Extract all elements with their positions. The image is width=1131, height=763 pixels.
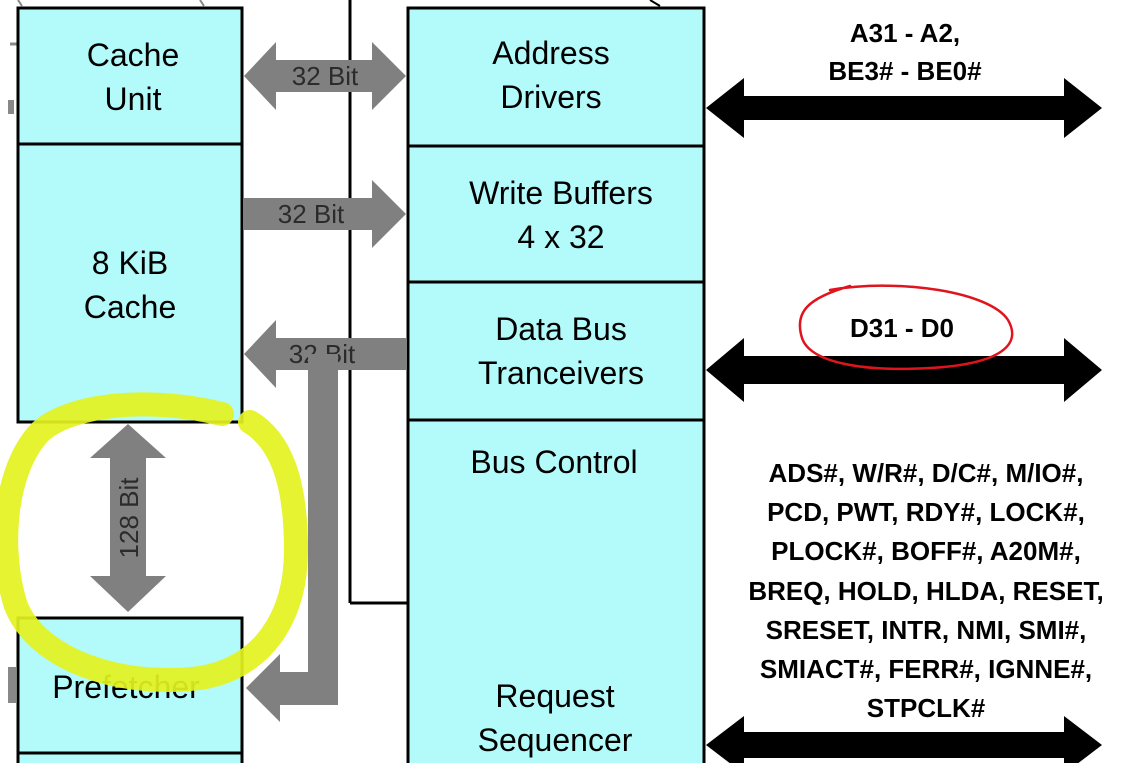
- write-buffers-label-line2: 4 x 32: [517, 219, 604, 255]
- annotations: [0, 284, 1014, 692]
- cache-label-line2: Cache: [84, 289, 177, 325]
- control-signals-line4: BREQ, HOLD, HLDA, RESET,: [748, 576, 1103, 606]
- data-bus-label-line2: Tranceivers: [478, 355, 644, 391]
- cache-block: [16, 142, 244, 424]
- prefetch-feed-arrow: [246, 354, 338, 722]
- address-drivers-block: [406, 6, 706, 148]
- cache-write-buffers-bus-arrow: [244, 180, 406, 248]
- control-signals-line3: PLOCK#, BOFF#, A20M#,: [771, 536, 1081, 566]
- address-drivers-label-line1: Address: [492, 35, 609, 71]
- cache-label-line1: 8 KiB: [92, 245, 168, 281]
- control-signals-line2: PCD, PWT, RDY#, LOCK#,: [767, 497, 1085, 527]
- top-edge-stub-3: [649, 0, 661, 7]
- yellow-highlight-circle: [0, 392, 309, 692]
- control-signals-line5: SRESET, INTR, NMI, SMI#,: [766, 615, 1087, 645]
- write-buffers-block: [406, 144, 706, 284]
- cache-unit-address-bus-label: 32 Bit: [292, 61, 359, 91]
- next-block-stub: [16, 751, 244, 763]
- cache-unit-block: [16, 6, 244, 146]
- top-edge-stub-1: [17, 0, 23, 7]
- internal-buses: 32 Bit 32 Bit 32 Bit 128 Bit: [90, 42, 406, 722]
- cache-unit-label-line2: Unit: [105, 81, 162, 117]
- address-signals-line2: BE3# - BE0#: [828, 56, 982, 86]
- cache-unit-address-bus-arrow: [244, 42, 406, 110]
- control-bus-arrow: [706, 716, 1102, 763]
- data-bus-tranceivers-block: [406, 280, 706, 422]
- request-sequencer-label-line1: Request: [495, 678, 614, 714]
- control-signals-line1: ADS#, W/R#, D/C#, M/IO#,: [769, 458, 1084, 488]
- cache-prefetcher-bus-arrow: [90, 424, 166, 612]
- left-stub-prefetcher: [8, 667, 16, 703]
- data-signals-label: D31 - D0: [850, 313, 954, 343]
- data-bus-label-line1: Data Bus: [495, 311, 627, 347]
- signal-labels: A31 - A2, BE3# - BE0# D31 - D0 ADS#, W/R…: [748, 18, 1103, 723]
- left-stub-mid: [8, 100, 14, 114]
- bus-control-block: [406, 418, 706, 763]
- red-annotation-circle: [798, 284, 1014, 371]
- connection-lines: [8, 0, 661, 703]
- address-bus-arrow: [706, 78, 1102, 138]
- control-signals-line6: SMIACT#, FERR#, IGNNE#,: [760, 654, 1092, 684]
- cache-unit-label-line1: Cache: [87, 37, 180, 73]
- right-column: Address Drivers Write Buffers 4 x 32 Dat…: [406, 6, 706, 763]
- request-sequencer-label-line2: Sequencer: [478, 722, 633, 758]
- control-signals-line7: STPCLK#: [867, 693, 986, 723]
- top-edge-stub-2: [199, 0, 205, 7]
- address-drivers-label-line2: Drivers: [500, 79, 601, 115]
- cache-prefetcher-bus-label: 128 Bit: [114, 477, 144, 559]
- address-signals-line1: A31 - A2,: [850, 18, 960, 48]
- bus-control-label: Bus Control: [470, 444, 637, 480]
- cache-write-buffers-bus-label: 32 Bit: [278, 199, 345, 229]
- write-buffers-label-line1: Write Buffers: [469, 175, 653, 211]
